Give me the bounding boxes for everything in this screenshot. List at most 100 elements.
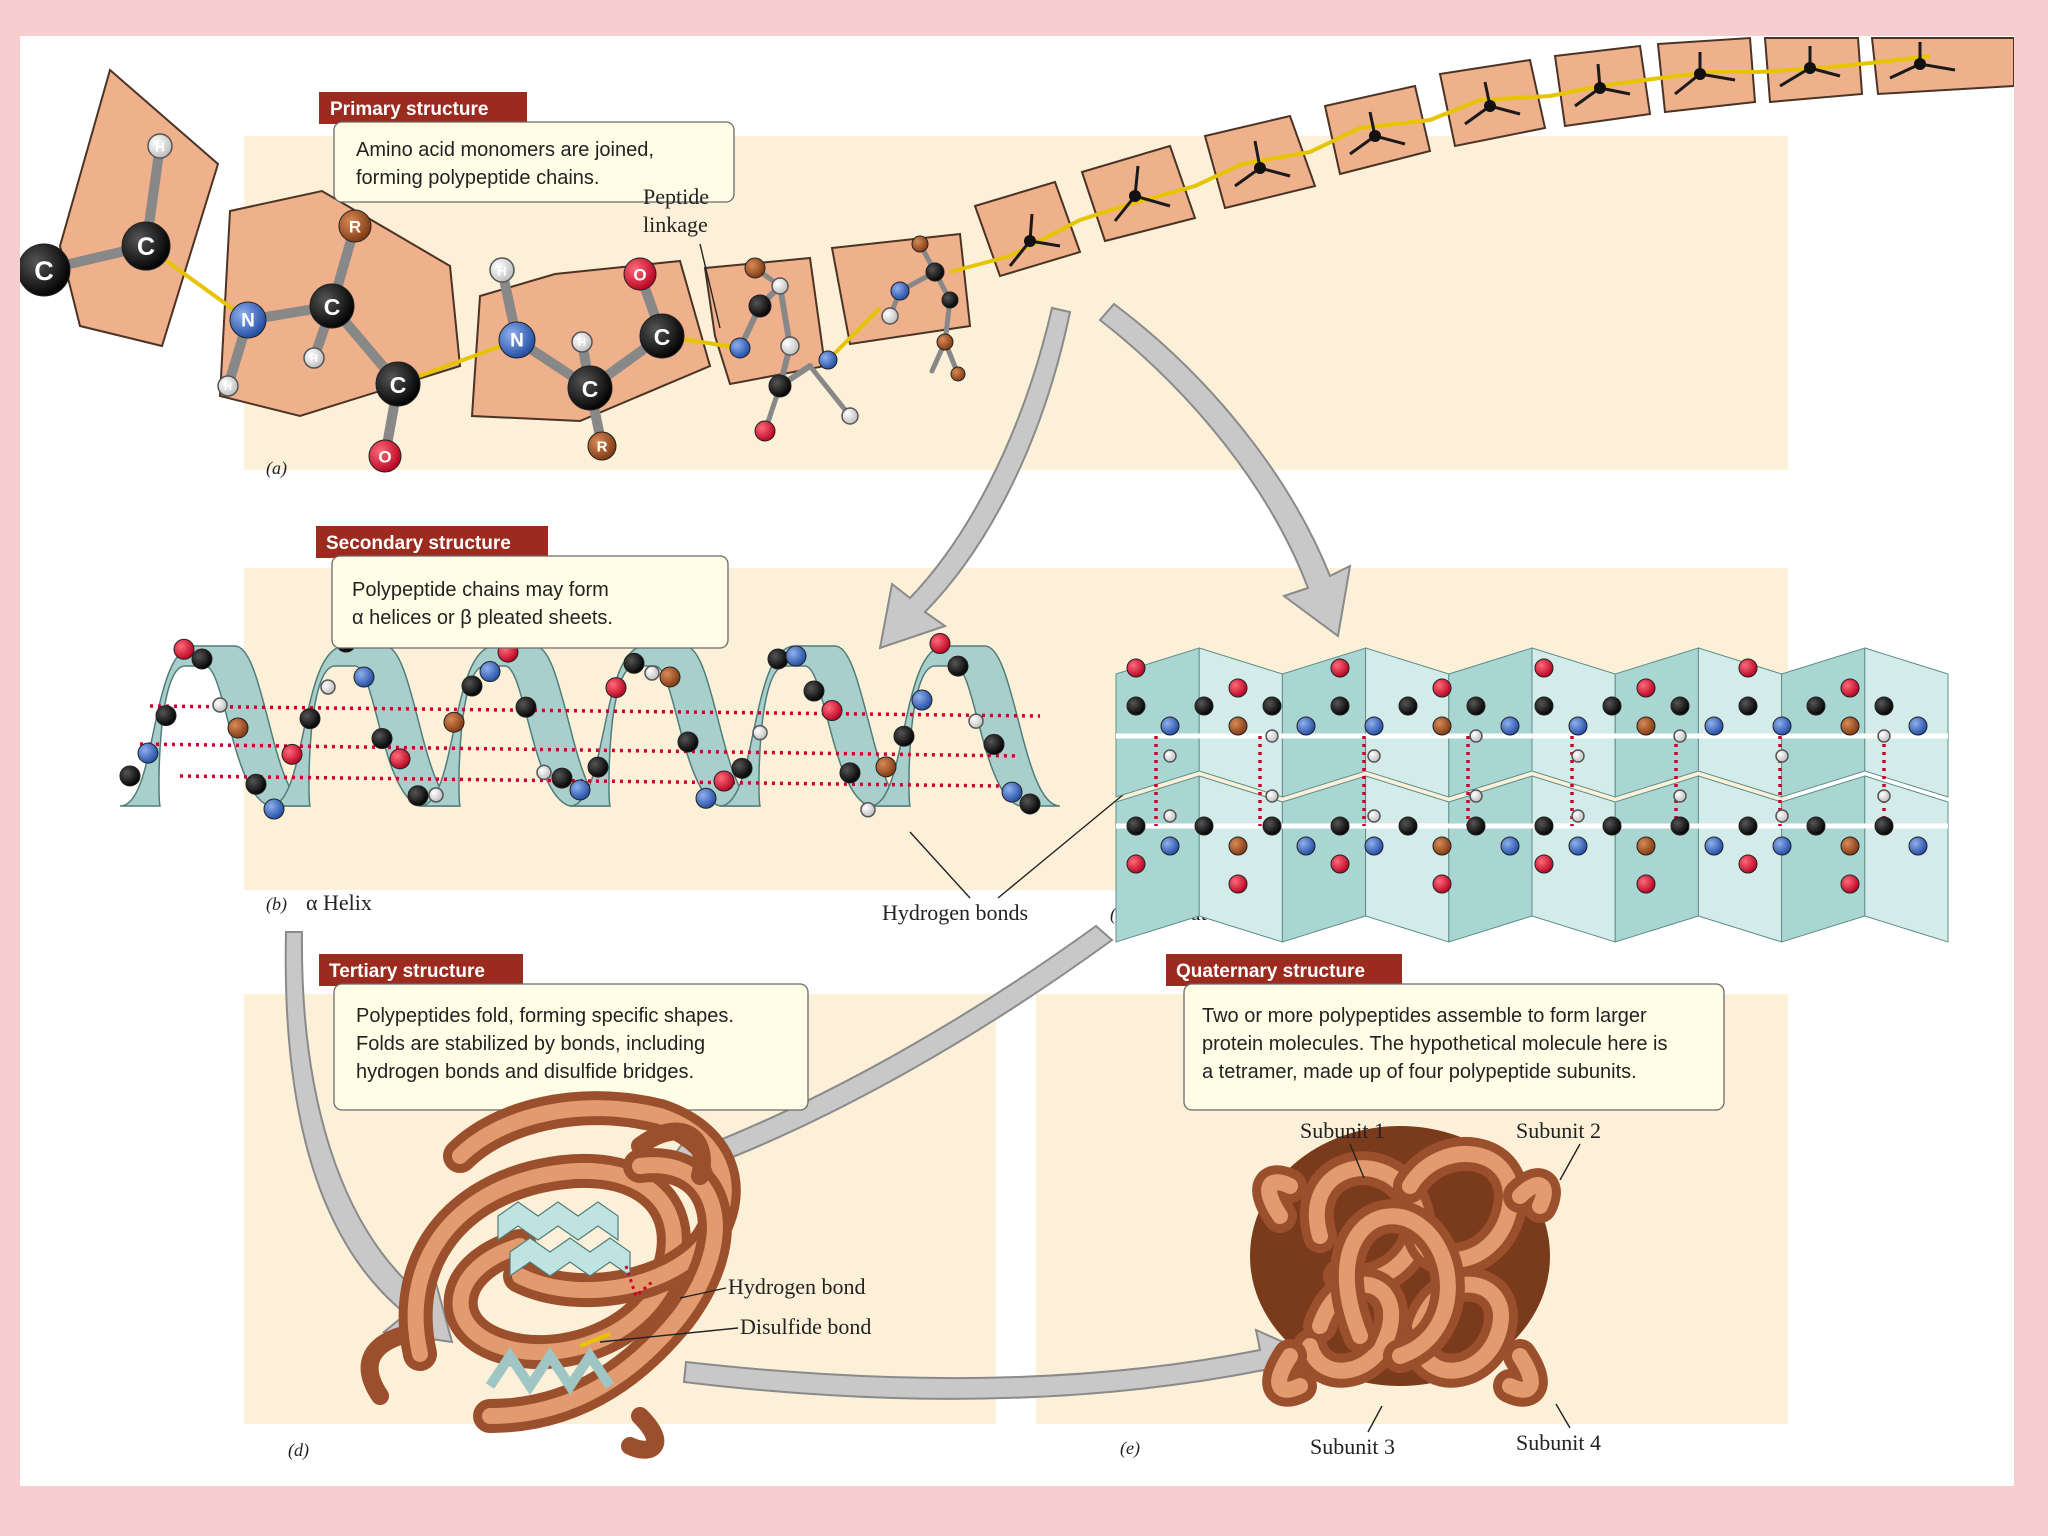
nitrogen-atom [911,689,933,711]
carbon-atom [407,785,429,807]
r_group-atom [744,257,766,279]
hydrogen-atom [1775,809,1789,823]
tertiary-caption-line: Polypeptides fold, forming specific shap… [356,1005,734,1027]
hydrogen-atom [1571,749,1585,763]
nitrogen-atom [818,350,838,370]
carbon-atom [768,374,792,398]
oxygen-atom: O [623,257,657,291]
carbon-atom [1194,816,1214,836]
carbon-atom: C [20,243,71,297]
carbon-atom-label: C [137,233,155,261]
carbon-atom [839,762,861,784]
secondary-caption-line: α helices or β pleated sheets. [352,607,613,629]
tertiary-tag: Tertiary structure [319,954,523,986]
subunit-coil-highlight [1261,1174,1552,1224]
carbon-atom [1874,696,1894,716]
quaternary-tag: Quaternary structure [1166,954,1402,986]
carbon-atom [371,728,393,750]
carbon-atom [941,291,959,309]
quaternary-caption: Two or more polypeptides assemble to for… [1183,983,1725,1111]
r_group-atom: R [338,209,372,243]
panel-letter-a: (a) [266,458,287,479]
nitrogen-atom [1568,716,1588,736]
nitrogen-atom-label: N [241,311,255,332]
r_group-atom [443,711,465,733]
nitrogen-atom [1364,836,1384,856]
subunit-leaders [1349,1143,1581,1433]
oxygen-atom: O [368,439,402,473]
beta-pleated-sheet [1115,647,1949,943]
carbon-atom [731,757,753,779]
hydrogen-atom [968,713,984,729]
carbon-atom [515,696,537,718]
primary-caption-line: forming polypeptide chains. [356,167,599,189]
arrow-to-alpha-helix [878,306,1072,650]
nitrogen-atom [1568,836,1588,856]
tertiary-protein [360,1091,741,1459]
nitrogen-atom [1908,716,1928,736]
carbon-atom: C [639,313,685,359]
carbon-atom-label: C [582,376,599,402]
subunit-3-label: Subunit 3 [1310,1434,1395,1459]
carbon-atom: C [121,221,171,271]
carbon-atom [1670,816,1690,836]
nitrogen-atom: N [229,301,267,339]
r_group-atom: R [587,431,617,461]
hydrogen-atom [860,802,876,818]
peptide-bond [826,306,882,362]
oxygen-atom [1840,678,1860,698]
carbon-atom [1806,696,1826,716]
carbon-atom [1262,696,1282,716]
carbon-atom [1126,696,1146,716]
r_group-atom [227,717,249,739]
nitrogen-atom [729,337,751,359]
r_group-atom [1840,716,1860,736]
carbon-atom [1670,696,1690,716]
sheet-fold [1781,775,1866,943]
primary-tag-text: Primary structure [330,99,488,120]
sheet-fold [1448,647,1533,798]
nitrogen-atom [1160,836,1180,856]
nitrogen-atom [1296,836,1316,856]
carbon-atom [1874,816,1894,836]
peptide-bond-chain [949,54,1931,274]
hydrogen-atom [1163,749,1177,763]
r_group-atom [659,666,681,688]
peptide-linkage-label: linkage [643,212,708,237]
r_group-atom [1636,836,1656,856]
hydrogen-atom-label: H [155,140,164,155]
carbon-atom [748,294,772,318]
carbon-atom-label: C [34,256,54,286]
primary-tag: Primary structure [319,92,527,124]
carbon-atom [983,733,1005,755]
sheet-fold [1281,775,1367,943]
nitrogen-atom [785,645,807,667]
carbon-atom [587,756,609,778]
sheet-fold [1448,775,1533,943]
oxygen-atom [1228,678,1248,698]
quaternary-caption-line: a tetramer, made up of four polypeptide … [1202,1061,1637,1083]
carbon-atom: C [309,283,355,329]
r_group-atom [1840,836,1860,856]
tertiary-hydrogen-bond-label: Hydrogen bond [728,1274,865,1299]
sheet-fold [1864,775,1949,943]
secondary-caption: Polypeptide chains may form α helices or… [331,555,729,649]
carbon-atom [893,725,915,747]
hydrogen-atom: H [217,375,239,397]
r_group-atom [1432,836,1452,856]
hydrogen-atom [1673,789,1687,803]
hydrogen-atom [1673,729,1687,743]
carbon-atom [623,652,645,674]
carbon-atom [551,767,573,789]
oxygen-atom [281,743,303,765]
carbon-atom [1534,816,1554,836]
nitrogen-atom [353,666,375,688]
primary-caption-line: Amino acid monomers are joined, [356,139,654,161]
quaternary-caption-line: Two or more polypeptides assemble to for… [1202,1005,1647,1027]
oxygen-atom [1534,854,1554,874]
oxygen-atom [1840,874,1860,894]
carbon-atom [677,731,699,753]
